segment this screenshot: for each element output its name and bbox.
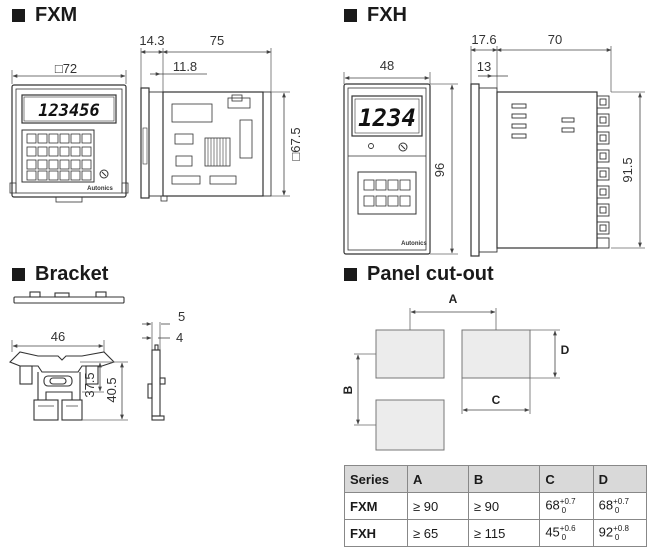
col-header-series: Series (344, 465, 408, 493)
fxm-height-dim: □67.5 (288, 127, 303, 160)
cutout-dimension-table: Series A B C D FXM ≥ 90 ≥ 90 68+0.70 68+… (344, 465, 648, 547)
fxh-body-depth-dim: 70 (548, 32, 562, 47)
fxh-side-view (470, 46, 645, 257)
cutout-label-c: C (492, 393, 501, 407)
tolerance-upper: +0.7 (613, 497, 629, 507)
fxh-height-dim: 96 (432, 163, 447, 177)
fxm-front-view (9, 70, 129, 203)
table-row: FXM ≥ 90 ≥ 90 68+0.70 68+0.70 (344, 492, 648, 520)
section-title-cutout: Panel cut-out (344, 263, 494, 286)
col-header-d: D (592, 465, 648, 493)
fxm-display-readout: 123456 (38, 101, 99, 121)
bracket-thickness-a-dim: 5 (178, 309, 185, 324)
cell-a: ≥ 65 (407, 519, 469, 547)
section-title-fxm: FXM (12, 4, 77, 27)
cell-c: 68+0.70 (539, 492, 594, 520)
col-header-b: B (467, 465, 541, 493)
bracket-front-view (9, 340, 128, 421)
table-row: FXH ≥ 65 ≥ 115 45+0.60 92+0.80 (344, 519, 648, 547)
cell-d: 92+0.80 (592, 519, 648, 547)
fxh-brand-logo: Autonics (401, 241, 427, 247)
bracket-height-b-dim: 40.5 (104, 377, 119, 402)
fxh-front-view (343, 72, 458, 255)
fxh-inner-depth-dim: 13 (477, 59, 491, 74)
cell-a: ≥ 90 (407, 492, 469, 520)
fxh-display-readout: 1234 (358, 104, 416, 132)
fxm-front-depth-dim: 14.3 (139, 33, 164, 48)
tolerance-upper: +0.6 (559, 524, 576, 534)
square-bullet-icon (344, 268, 357, 281)
square-bullet-icon (344, 9, 357, 22)
tolerance-lower: 0 (561, 505, 567, 515)
table-header-row: Series A B C D (344, 465, 648, 493)
fxm-side-view (140, 48, 290, 202)
tolerance-lower: 0 (614, 532, 620, 542)
bracket-top-view (13, 291, 125, 304)
cell-series: FXM (344, 492, 408, 520)
fxm-width-dim: □72 (55, 61, 77, 76)
bracket-width-dim: 46 (51, 329, 65, 344)
cutout-label-a: A (449, 292, 458, 306)
bracket-side-view (142, 322, 170, 421)
col-header-a: A (407, 465, 469, 493)
cutout-label-b: B (341, 385, 355, 394)
panel-cutout-diagram (354, 308, 560, 451)
fxm-body-depth-dim: 75 (210, 33, 224, 48)
tolerance-lower: 0 (614, 505, 620, 515)
section-title-bracket: Bracket (12, 263, 108, 286)
fxh-width-dim: 48 (380, 58, 394, 73)
square-bullet-icon (12, 268, 25, 281)
cell-b: ≥ 115 (467, 519, 541, 547)
bracket-thickness-b-dim: 4 (176, 330, 183, 345)
cutout-label-d: D (561, 343, 570, 357)
tolerance-lower: 0 (561, 532, 567, 542)
bracket-height-a-dim: 37.5 (82, 372, 97, 397)
cell-d: 68+0.70 (592, 492, 648, 520)
tolerance-upper: +0.7 (559, 497, 576, 507)
cell-series: FXH (344, 519, 408, 547)
fxh-front-depth-dim: 17.6 (471, 32, 496, 47)
cell-c: 45+0.60 (539, 519, 594, 547)
tolerance-upper: +0.8 (613, 524, 629, 534)
section-title-fxh: FXH (344, 4, 407, 27)
col-header-c: C (539, 465, 594, 493)
fxm-brand-logo: Autonics (87, 186, 113, 192)
fxh-body-height-dim: 91.5 (620, 157, 635, 182)
square-bullet-icon (12, 9, 25, 22)
fxm-inner-depth-dim: 11.8 (173, 59, 197, 74)
cell-b: ≥ 90 (467, 492, 541, 520)
